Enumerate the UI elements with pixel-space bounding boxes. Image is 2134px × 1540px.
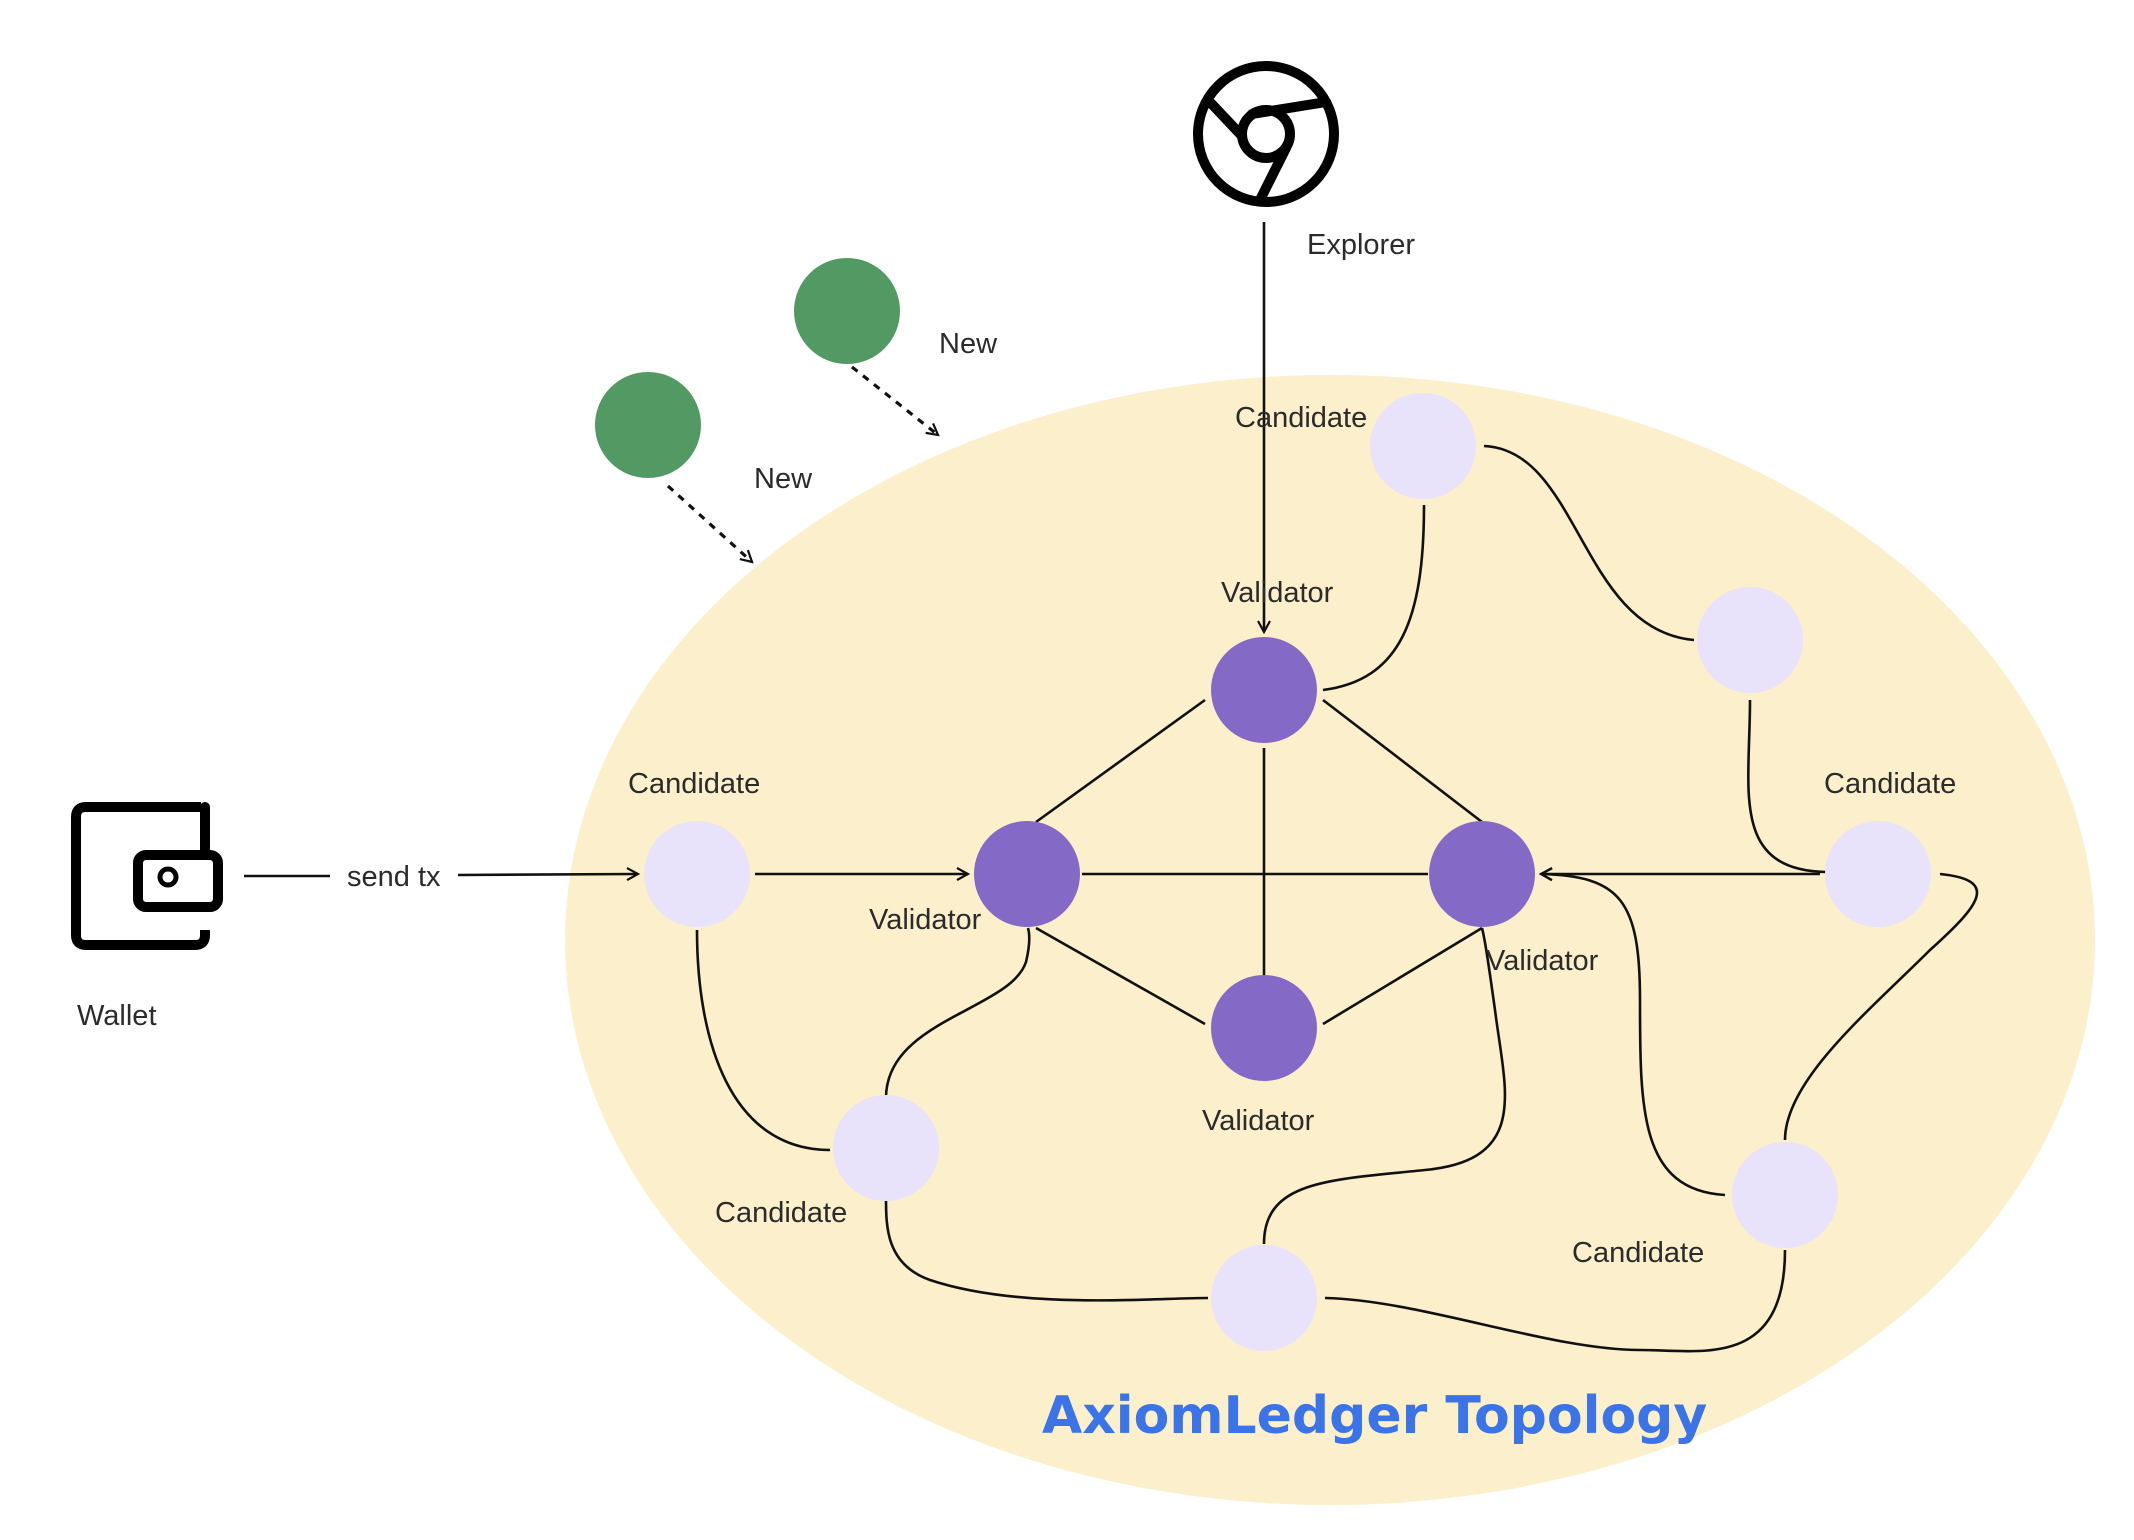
edge-ctop-cupper-right: [1483, 444, 1695, 642]
wallet-label: Wallet: [77, 1000, 157, 1032]
diagram-title: AxiomLedger Topology: [1042, 1386, 1707, 1446]
connections: [244, 222, 1979, 1353]
candidate-label-left: Candidate: [628, 768, 760, 800]
wallet-icon[interactable]: [71, 802, 223, 950]
edge-vtop-vright: [1322, 698, 1483, 824]
candidate-node[interactable]: [1825, 821, 1931, 927]
validator-node[interactable]: [1211, 637, 1317, 743]
candidate-label-top: Candidate: [1235, 402, 1367, 434]
edge-cbottom-cbottom-left: [884, 1194, 1209, 1302]
edge-cupper-right-cright: [1746, 699, 1827, 874]
edge-cbottom-right-to-vright: [1541, 874, 1726, 1197]
validator-label-bottom: Validator: [1202, 1105, 1315, 1137]
new-node[interactable]: [595, 372, 701, 478]
edge-new1-join: [851, 365, 938, 435]
edge-cleft-cbottom-left: [695, 929, 831, 1152]
validator-node[interactable]: [1211, 975, 1317, 1081]
send-tx-label: send tx: [347, 861, 441, 893]
edge-vtop-vleft: [1035, 698, 1206, 824]
chrome-browser-icon[interactable]: [1193, 61, 1339, 207]
validator-label-left: Validator: [869, 904, 982, 936]
edge-ctop-vtop: [1322, 504, 1426, 692]
candidate-node[interactable]: [1370, 393, 1476, 499]
edge-send-to-cleft: [457, 874, 638, 875]
edge-cbottom-right-cbottom: [1324, 1249, 1787, 1353]
edge-vright-vbottom: [1322, 926, 1483, 1026]
candidate-label-right: Candidate: [1824, 768, 1956, 800]
edge-vleft-vbottom: [1035, 926, 1206, 1026]
candidate-node[interactable]: [1732, 1142, 1838, 1248]
edge-cbottom-vright: [1262, 927, 1507, 1245]
validator-label-right: Validator: [1486, 945, 1599, 977]
edge-cright-cbottom-right: [1783, 872, 1979, 1141]
explorer-label: Explorer: [1307, 229, 1415, 261]
validator-label-top: Validator: [1221, 577, 1334, 609]
validator-node[interactable]: [1429, 821, 1535, 927]
validator-node[interactable]: [974, 821, 1080, 927]
new-node[interactable]: [794, 258, 900, 364]
network-region: [565, 375, 2095, 1505]
candidate-label-bottom-right: Candidate: [1572, 1237, 1704, 1269]
validator-nodes: [974, 637, 1535, 1081]
candidate-node[interactable]: [833, 1095, 939, 1201]
new-node-label: New: [939, 328, 998, 360]
candidate-nodes: [644, 393, 1931, 1351]
candidate-label-bottom-left: Candidate: [715, 1197, 847, 1229]
new-node-label: New: [754, 463, 813, 495]
candidate-node[interactable]: [644, 821, 750, 927]
edge-new2-join: [666, 484, 752, 562]
candidate-node[interactable]: [1211, 1245, 1317, 1351]
edge-cbottom-left-vleft: [884, 927, 1031, 1099]
candidate-node[interactable]: [1697, 587, 1803, 693]
